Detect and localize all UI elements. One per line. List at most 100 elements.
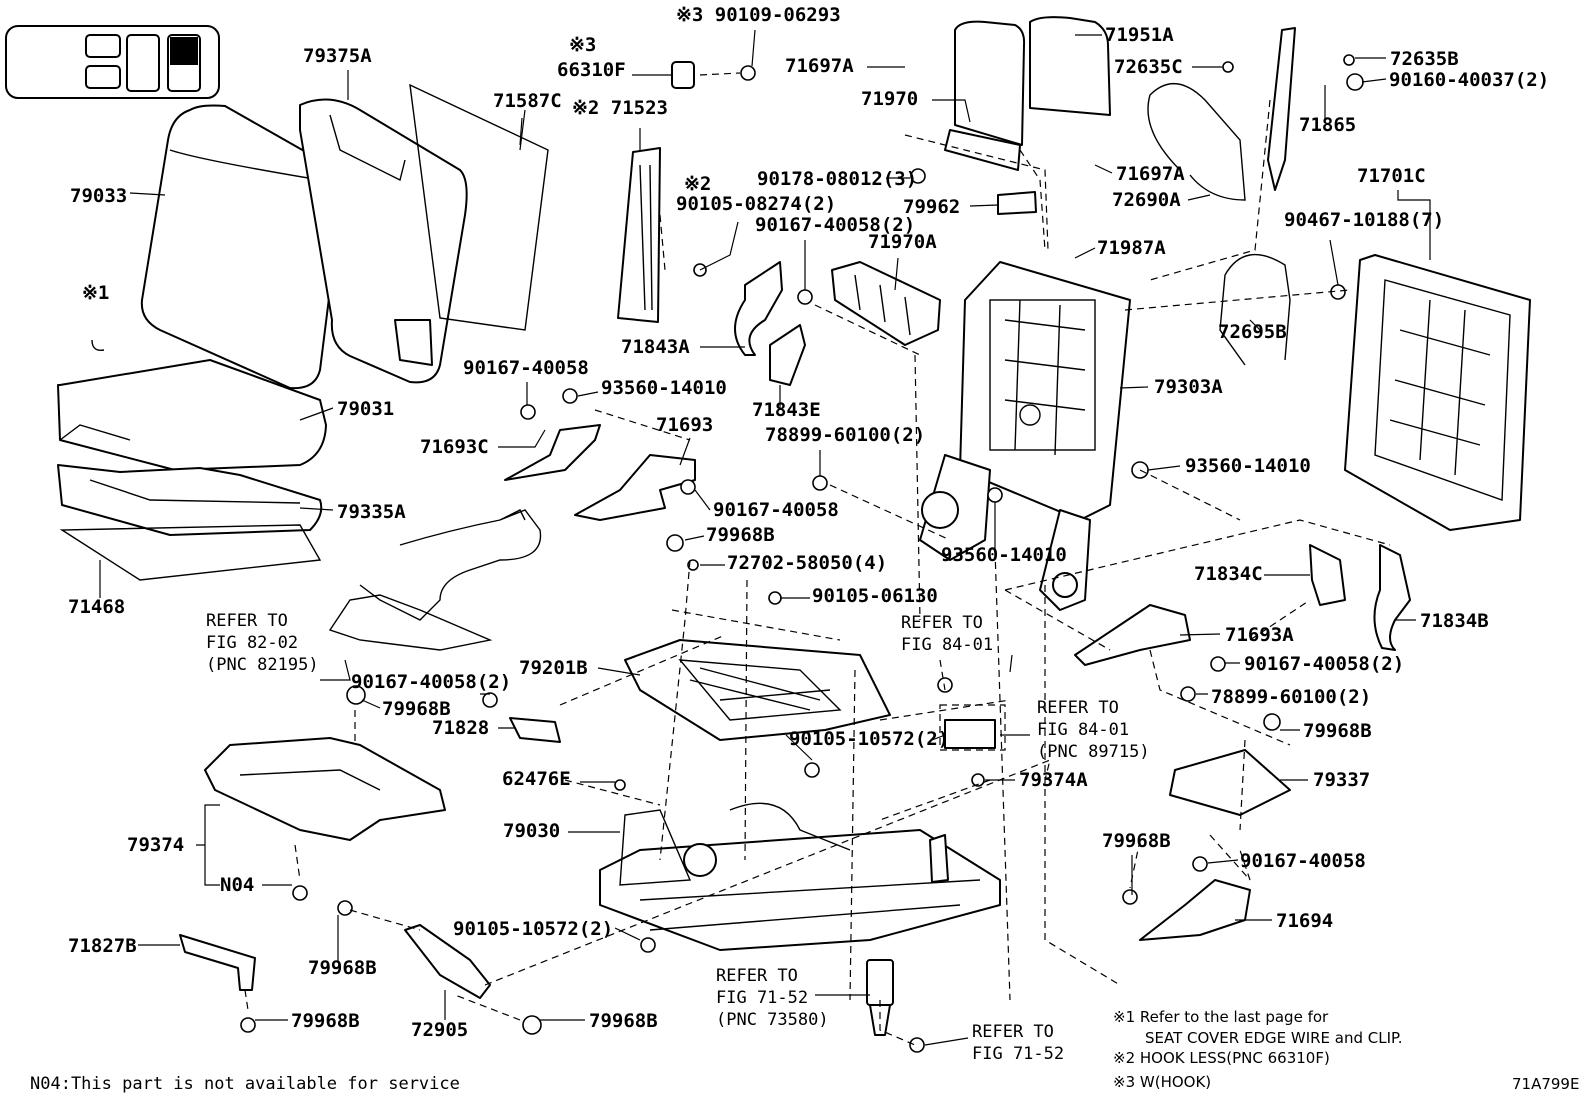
reference-line: FIG 82-02 — [206, 633, 298, 653]
headrest-inner — [944, 20, 1026, 171]
part-label: 66310F — [557, 59, 626, 81]
part-label: 79968B — [1102, 830, 1171, 852]
reference-line: (PNC 89715) — [1037, 742, 1150, 762]
part-label: 90105-06130 — [812, 585, 938, 607]
note-1: ※1 Refer to the last page for — [1113, 1008, 1329, 1026]
reference-line: (PNC 82195) — [206, 655, 319, 675]
part-label: 79374 — [127, 834, 184, 856]
reference-line: FIG 71-52 — [972, 1044, 1064, 1064]
ecu-module — [939, 704, 1006, 751]
part-label: 90167-40058(2) — [1244, 653, 1404, 675]
drawing-id: 71A799E — [1512, 1075, 1579, 1093]
reference-line: FIG 84-01 — [1037, 720, 1129, 740]
cushion-pad — [57, 464, 323, 536]
part-label: 71834C — [1194, 563, 1263, 585]
bar-71827B — [179, 934, 256, 991]
part-label: 78899-60100(2) — [765, 424, 925, 446]
part-label: 71827B — [68, 935, 137, 957]
part-label: 93560-14010 — [941, 544, 1067, 566]
seat-back-pad — [299, 98, 468, 384]
part-label: 90105-10572(2) — [789, 728, 949, 750]
part-label: 79962 — [903, 196, 960, 218]
part-label: 71693C — [420, 436, 489, 458]
cushion-shield — [204, 737, 446, 841]
part-label: 90167-40058(2) — [351, 671, 511, 693]
part-label: 62476E — [502, 768, 571, 790]
cover-71694 — [1139, 879, 1251, 941]
shield-71843A — [734, 261, 783, 356]
part-label: 79335A — [337, 501, 406, 523]
reference-line: (PNC 73580) — [716, 1010, 829, 1030]
recliner-cover-71693 — [574, 454, 696, 521]
wire-harness — [328, 509, 542, 651]
hook-66310F — [671, 61, 695, 89]
part-label: 71693 — [656, 414, 713, 436]
side-rail — [617, 147, 661, 323]
trim-cover-71834B — [1373, 544, 1411, 651]
trim-cover-71834C — [1309, 544, 1346, 606]
part-label: 71587C — [493, 90, 562, 112]
reference-line: REFER TO — [206, 611, 288, 631]
part-label: 71843A — [621, 336, 690, 358]
back-board — [1344, 254, 1531, 531]
cushion-sheet — [59, 524, 322, 581]
headrest-outer — [1029, 16, 1111, 116]
part-label: 71970A — [868, 231, 937, 253]
part-label: 90167-40058(2) — [755, 214, 915, 236]
leader-lines — [99, 29, 1431, 1046]
part-label: 72702-58050(4) — [727, 552, 887, 574]
part-label: 90167-40058 — [463, 357, 589, 379]
seat-track-assembly — [599, 802, 1001, 951]
part-label: 90178-08012(3) — [757, 168, 917, 190]
part-label: 79033 — [70, 185, 127, 207]
assembly-lines — [244, 72, 1391, 1046]
reference-line: REFER TO — [1037, 698, 1119, 718]
pad-79962 — [997, 191, 1037, 215]
part-label: 71694 — [1276, 910, 1333, 932]
part-label: 72905 — [411, 1019, 468, 1041]
shield-71843E — [769, 324, 806, 386]
part-label: 71987A — [1097, 237, 1166, 259]
cushion-frame — [624, 639, 891, 741]
part-label: 79374A — [1019, 769, 1088, 791]
part-label: 90167-40058 — [1240, 850, 1366, 872]
cable-72695B — [1219, 253, 1291, 366]
part-labels: 79375A 71587C 79033 ※1 79031 79335A 71468 ※3 90… — [68, 4, 1549, 1041]
cushion-cover — [57, 359, 327, 471]
part-label: ※1 — [82, 282, 109, 304]
part-label: 79375A — [303, 45, 372, 67]
part-label: 71468 — [68, 596, 125, 618]
part-label: 93560-14010 — [1185, 455, 1311, 477]
part-label: 90160-40037(2) — [1389, 69, 1549, 91]
part-label: 79201B — [519, 657, 588, 679]
part-label: 79968B — [308, 957, 377, 979]
cover-79337 — [1169, 749, 1291, 816]
note-3: ※3 W(HOOK) — [1113, 1073, 1211, 1091]
seat-back-cover — [140, 104, 342, 390]
seat-back-panel — [409, 83, 549, 331]
cable-72690A — [1147, 82, 1246, 201]
service-note: N04:This part is not available for servi… — [30, 1074, 460, 1094]
bracket-71828 — [509, 717, 561, 743]
seat-belt-buckle — [866, 959, 894, 1036]
part-label: N04 — [220, 874, 254, 896]
part-label: 71693A — [1225, 624, 1294, 646]
part-label: 79968B — [382, 698, 451, 720]
part-label: 79031 — [337, 398, 394, 420]
part-label: 79968B — [1303, 720, 1372, 742]
part-label: 72695B — [1218, 321, 1287, 343]
guide-71970A — [831, 261, 941, 346]
part-label: 71701C — [1357, 165, 1426, 187]
part-label: 90167-40058 — [713, 499, 839, 521]
reference-line: REFER TO — [901, 613, 983, 633]
part-label: 90467-10188(7) — [1284, 209, 1444, 231]
reference-line: REFER TO — [716, 966, 798, 986]
part-label: 71951A — [1105, 24, 1174, 46]
part-label: 78899-60100(2) — [1211, 686, 1371, 708]
part-label: ※3 90109-06293 — [676, 4, 841, 26]
note-1-cont: SEAT COVER EDGE WIRE and CLIP. — [1145, 1029, 1403, 1047]
bracket-72905 — [404, 924, 491, 999]
part-label: 71843E — [752, 399, 821, 421]
